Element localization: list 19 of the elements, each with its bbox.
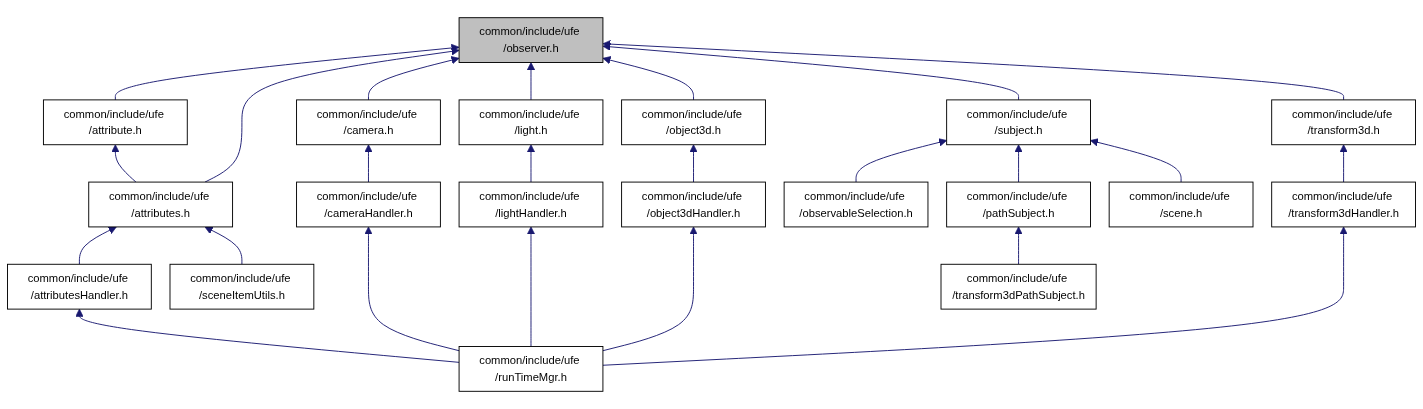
node-box: common/include/ufe /cameraHandler.h <box>296 181 441 228</box>
node-box: common/include/ufe /subject.h <box>946 99 1091 146</box>
node-box: common/include/ufe /transform3dPathSubject.h <box>940 263 1097 310</box>
node-box: common/include/ufe /scene.h <box>1108 181 1254 228</box>
node-box: common/include/ufe /sceneItemUtils.h <box>169 263 315 310</box>
node-box: common/include/ufe /attributes.h <box>88 181 234 228</box>
node-box: common/include/ufe /observableSelection.h <box>783 181 929 228</box>
node-box: common/include/ufe /pathSubject.h <box>946 181 1091 228</box>
node-box: common/include/ufe /lightHandler.h <box>458 181 604 228</box>
node-box: common/include/ufe /object3d.h <box>621 99 766 146</box>
node-box: common/include/ufe /transform3d.h <box>1271 99 1416 146</box>
node-box: common/include/ufe /transform3dHandler.h <box>1271 181 1416 228</box>
node-box: common/include/ufe /attributesHandler.h <box>7 263 152 310</box>
node-box: common/include/ufe /runTimeMgr.h <box>458 346 604 392</box>
node-box: common/include/ufe /camera.h <box>296 99 441 146</box>
node-box: common/include/ufe /observer.h <box>458 17 604 63</box>
node-box: common/include/ufe /light.h <box>458 99 604 146</box>
node-box: common/include/ufe /object3dHandler.h <box>621 181 766 228</box>
node-box: common/include/ufe /attribute.h <box>42 99 188 146</box>
